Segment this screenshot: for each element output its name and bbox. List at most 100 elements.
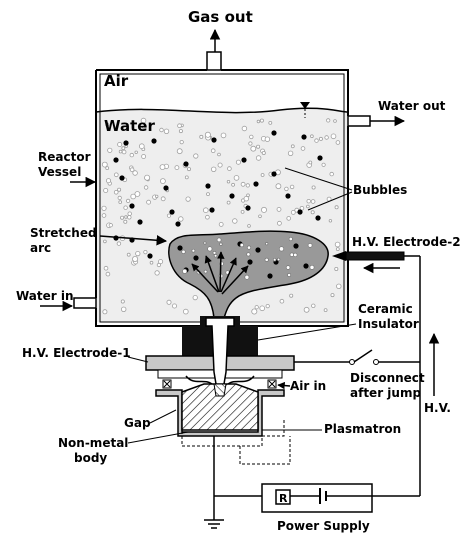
bubble [179,140,184,145]
bubble [123,205,128,210]
bubble [193,153,199,159]
bubble [286,216,292,221]
bubble [226,200,231,205]
bubble [132,170,138,176]
bubble [146,199,152,205]
particle-dot [211,137,217,143]
bubble [154,194,159,199]
bubble [143,185,149,190]
bubble [159,164,166,171]
particle-dot [315,215,321,221]
bubble [101,161,108,168]
ceramic-insulator-label-1: Ceramic [358,302,413,316]
bubble [103,265,109,271]
bubble [127,215,132,220]
bubble [192,294,198,301]
bubble [144,174,151,181]
non-metal-body-label-2: body [74,451,107,465]
bubble [235,159,241,165]
bubble [126,252,131,257]
water-out-label: Water out [378,99,446,113]
arc-bubble [272,257,277,262]
bubble [284,186,289,192]
arc-bubble [182,268,188,274]
arc-bubble [213,254,218,258]
arc-particle-dot [255,247,261,253]
water-level-marker [300,102,310,109]
bubble [108,223,113,228]
arc-bubble [246,245,252,250]
bubble [134,191,141,197]
arc-bubble [203,241,207,245]
bubble [264,136,271,142]
bubble [279,298,285,304]
bubble [117,195,122,200]
bubble [240,181,246,187]
bubble [308,160,313,165]
arc-bubble [264,257,269,262]
disconnect-label-2: after jump [350,386,421,400]
bubble [310,134,314,139]
arc-bubble [239,243,244,248]
solid-particles [113,130,323,259]
bubble [101,213,107,218]
bubble [299,206,305,211]
bubble [135,251,141,257]
bubble [105,271,111,277]
bubble [248,141,253,146]
bubble [314,138,319,143]
bubble [118,149,123,154]
bubble [329,171,334,177]
arc-particle-dot [303,263,309,269]
gas-outlet-pipe [206,51,222,71]
bubble [227,166,232,171]
particle-dot [271,171,277,177]
arc-bubble [207,246,213,252]
bubble [127,211,132,216]
particle-dot [169,209,175,215]
resistor-label: R [279,492,288,505]
arc-bubble [212,251,217,255]
bubble [105,122,110,127]
bubble [184,175,189,180]
bubble [328,219,333,223]
bubble [251,308,258,315]
bubble [259,305,266,312]
bubble [166,299,172,305]
bubble [158,259,164,265]
bubble [118,200,122,204]
bubble [259,118,264,123]
arc-bubble [288,236,293,242]
bubble [159,127,164,133]
hv-electrode-2 [345,251,405,261]
bubble [130,193,137,200]
bubble [311,185,316,190]
bubble [318,136,323,141]
bubble [240,209,245,214]
bubble [103,239,107,244]
bubble [174,165,180,171]
particle-dot [245,205,251,211]
bubble [324,135,329,140]
bubble [300,146,306,151]
stretched-arc-label-2: arc [30,241,51,255]
bubble [203,207,209,214]
bubble [334,241,341,248]
bubble [303,306,310,313]
non-metal-body-label-1: Non-metal [58,436,128,450]
bubble [120,215,125,220]
particle-dot [119,175,125,181]
bubble [261,150,266,155]
arc-bubble [293,252,298,258]
hv-electrode-1-label: H.V. Electrode-1 [22,346,131,360]
bubble [276,220,282,226]
bubble [336,283,342,289]
particle-dot [137,219,143,225]
bubble [210,166,217,172]
particle-dot [163,185,169,191]
bubble [166,213,172,218]
stretched-arc-arrow [99,235,168,246]
particle-dot [229,193,235,199]
particle-dot [147,253,153,259]
bubble [326,118,331,123]
